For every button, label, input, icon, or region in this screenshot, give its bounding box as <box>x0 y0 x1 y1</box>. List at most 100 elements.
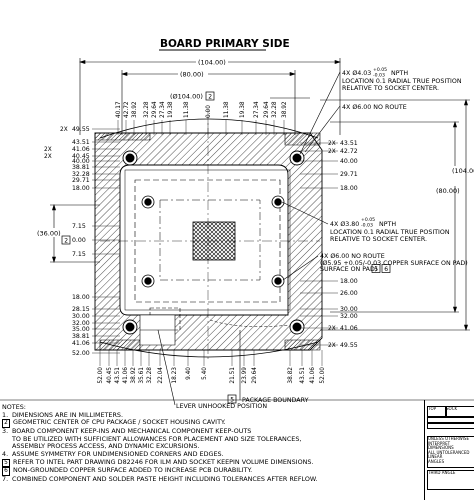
title-block: TOP SOCK UNLESS OTHERWISE INTERPRET DIME… <box>424 400 474 500</box>
right-dim-label: 43.51 <box>340 140 358 147</box>
left-datum-box <box>61 235 71 245</box>
top-dim-label: 38.92 <box>282 101 288 118</box>
left-dim-label: 38.81 <box>72 333 90 340</box>
right-height-dim: (80.00) <box>436 187 460 195</box>
top-dim-label: 19.38 <box>168 101 174 118</box>
lever-unhooked-label: LEVER UNHOOKED POSITION <box>176 403 267 410</box>
left-dim-label: 38.81 <box>72 164 90 171</box>
copper-surface-text: SURFACE ON PAD) <box>320 266 377 273</box>
right-dim-label: 41.06 <box>340 325 358 332</box>
hole-a-tol: +0.05 <box>373 67 387 73</box>
notes-block: NOTES: 1.DIMENSIONS ARE IN MILLIMETERS.2… <box>2 403 422 484</box>
left-height-dim: (36.00) <box>37 230 61 238</box>
left-dim-prefix: 2X <box>60 127 68 133</box>
top-dim-label: 32.28 <box>272 101 278 118</box>
hole-a-note-1: LOCATION 0.1 RADIAL TRUE POSITION <box>342 78 462 85</box>
note-text: GEOMETRIC CENTER OF CPU PACKAGE / SOCKET… <box>13 418 226 427</box>
bottom-dim-label: 23.99 <box>242 367 248 384</box>
copper-box-6: 6 <box>384 266 388 273</box>
right-dim-prefix: 2X <box>328 326 336 332</box>
left-dim-label: 18.00 <box>72 294 90 301</box>
left-dim-label: 43.51 <box>72 139 90 146</box>
note-number: 7. <box>2 474 9 483</box>
top-dim-label: 29.64 <box>152 101 158 118</box>
hole-a-tol2: -0.03 <box>373 73 385 79</box>
left-dim-label: 41.06 <box>72 340 90 347</box>
tb-row-a <box>427 417 474 423</box>
datum-box-2-label: 2 <box>208 94 212 101</box>
top-dim-label: 42.72 <box>124 101 130 118</box>
bottom-dim-label: 40.45 <box>107 367 113 384</box>
top-dim-label: 27.34 <box>160 101 166 118</box>
hole-b-callout: 4X Ø3.80 <box>330 220 359 228</box>
datum-box-2 <box>205 91 215 101</box>
left-dim-label: 49.55 <box>72 126 90 133</box>
circle-dim: (Ø104.00) <box>170 93 203 101</box>
hole-b-tol: +0.05 <box>361 217 375 223</box>
note-text: ASSUME SYMMETRY FOR UNDIMENSIONED CORNER… <box>12 450 224 459</box>
left-dim-label: 28.15 <box>72 306 90 313</box>
bottom-dim-label: 5.40 <box>202 367 208 380</box>
bottom-dim-label: 22.04 <box>158 367 164 384</box>
hole-a-note-2: RELATIVE TO SOCKET CENTER. <box>342 85 439 92</box>
top-dim-label: 0.00 <box>206 105 212 118</box>
inner-width-dim: (80.00) <box>180 71 204 79</box>
note-text: COMBINED COMPONENT AND SOLDER PASTE HEIG… <box>12 474 318 483</box>
bottom-dim-label: 32.28 <box>147 367 153 384</box>
copper-pad-callout: (Ø5.95 +0.05/-0.03 COPPER SURFACE ON PAD… <box>320 259 468 267</box>
bottom-dim-label: 29.64 <box>252 367 258 384</box>
bottom-dim-label: 35.61 <box>139 367 145 384</box>
right-dim-label: 18.00 <box>340 185 358 192</box>
note-text: NON-GROUNDED COPPER SURFACE ADDED TO INC… <box>13 466 253 475</box>
bottom-dim-label: 21.51 <box>230 367 236 384</box>
top-dim-label: 19.38 <box>240 101 246 118</box>
hole-a-tail: NPTH <box>391 70 408 77</box>
top-dim-label: 11.38 <box>184 101 190 118</box>
left-dim-label: 0.00 <box>72 237 86 244</box>
note-continuation: TO BE UTILIZED WITH SUFFICIENT ALLOWANCE… <box>12 434 302 443</box>
note-text: BOARD COMPONENT KEEP-INS AND MECHANICAL … <box>12 426 252 435</box>
left-dim-label: 52.00 <box>72 350 90 357</box>
tb-notes: UNLESS OTHERWISE INTERPRET DIMENSIONS AL… <box>427 436 474 468</box>
top-dim-label: 11.38 <box>224 101 230 118</box>
top-dim-label: 29.64 <box>264 101 270 118</box>
callout-leaders <box>157 71 341 406</box>
top-dim-label: 40.17 <box>116 101 122 118</box>
note-item: 7.COMBINED COMPONENT AND SOLDER PASTE HE… <box>2 474 422 484</box>
right-dim-label: 26.00 <box>340 290 358 297</box>
right-dim-label: 29.71 <box>340 171 358 178</box>
note-text: DIMENSIONS ARE IN MILLIMETERS. <box>12 410 123 419</box>
tb-third-angle: THIRD ANGLE <box>427 470 474 490</box>
no-route-mid: 4X Ø6.00 NO ROUTE <box>320 252 385 260</box>
note-text: REFER TO INTEL PART DRAWING D82246 FOR I… <box>13 457 314 466</box>
left-dim-label: 30.00 <box>72 313 90 320</box>
left-dim-prefix: 2X <box>44 147 52 153</box>
left-dim-label: 7.15 <box>72 223 86 230</box>
top-dim-label: 38.92 <box>132 101 138 118</box>
package-boundary-label: PACKAGE BOUNDARY <box>242 397 309 404</box>
left-dim-label: 7.15 <box>72 251 86 258</box>
note-number: 4. <box>2 450 9 459</box>
right-overall-height-dim: (104.00) <box>452 167 474 175</box>
right-dim-label: 40.00 <box>340 158 358 165</box>
bottom-dim-label: 38.82 <box>288 367 294 384</box>
notes-header: NOTES: <box>2 403 26 411</box>
right-dim-prefix: 2X <box>328 343 336 349</box>
bottom-dim-label: 52.00 <box>98 367 104 384</box>
note-continuation: ASSEMBLY PROCESS ACCESS, AND DYNAMIC EXC… <box>12 442 200 451</box>
right-overall-dims <box>320 99 470 331</box>
tb-socket: SOCK <box>445 406 474 417</box>
left-dim-label: 18.00 <box>72 185 90 192</box>
hole-a-callout: 4X Ø4.03 <box>342 69 371 77</box>
bottom-dim-label: 38.92 <box>131 367 137 384</box>
right-dim-label: 18.00 <box>340 278 358 285</box>
hole-b-tail: NPTH <box>379 221 396 228</box>
right-dim-label: 49.55 <box>340 342 358 349</box>
